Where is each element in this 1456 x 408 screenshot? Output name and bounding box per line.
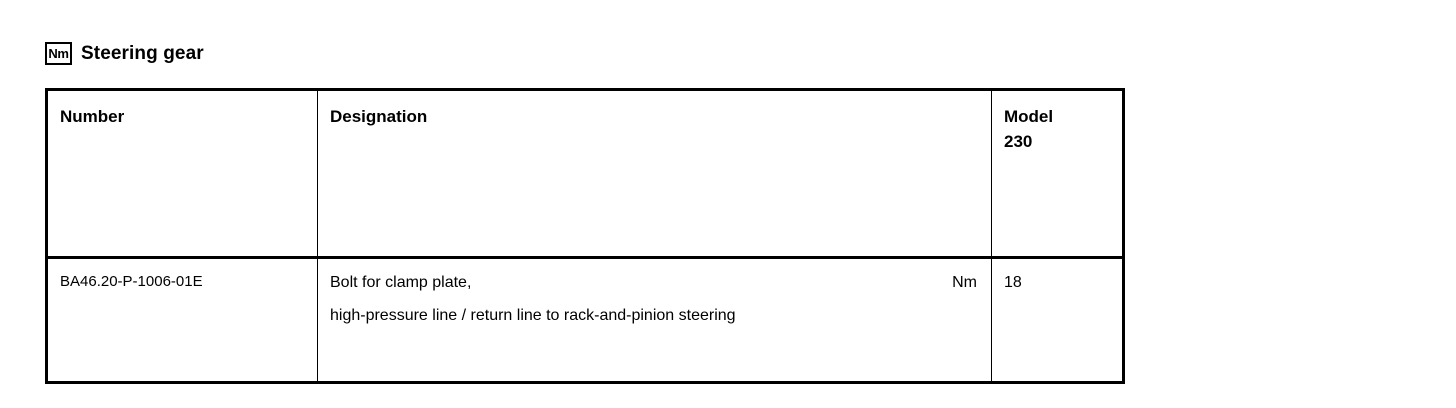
column-header-designation: Designation (317, 88, 992, 259)
column-header-number: Number (45, 88, 318, 259)
document-number: BA46.20-P-1006-01E (60, 273, 203, 290)
torque-specification-table: Number Designation Model 230 (45, 88, 1125, 384)
column-header-designation-label: Designation (330, 107, 428, 126)
designation-text: Bolt for clamp plate, high-pressure line… (330, 272, 934, 325)
designation-line-2: high-pressure line / return line to rack… (330, 307, 736, 324)
page-title: Steering gear (81, 42, 204, 64)
table-header-row: Number Designation Model 230 (45, 88, 1125, 259)
column-header-number-label: Number (60, 107, 125, 126)
column-header-model-value: 230 (1004, 132, 1033, 151)
cell-model-value: 18 (991, 257, 1125, 384)
designation-line-1: Bolt for clamp plate, (330, 274, 472, 291)
column-header-model: Model 230 (991, 88, 1125, 259)
cell-designation: Bolt for clamp plate, high-pressure line… (317, 257, 992, 384)
column-header-model-label: Model (1004, 107, 1054, 126)
torque-value: 18 (1004, 274, 1022, 291)
table-row: BA46.20-P-1006-01E Bolt for clamp plate,… (45, 257, 1125, 384)
torque-unit-label: Nm (952, 274, 977, 291)
cell-number: BA46.20-P-1006-01E (45, 257, 318, 384)
torque-unit-icon: Nm (45, 41, 72, 65)
section-heading: Nm Steering gear (45, 38, 204, 68)
